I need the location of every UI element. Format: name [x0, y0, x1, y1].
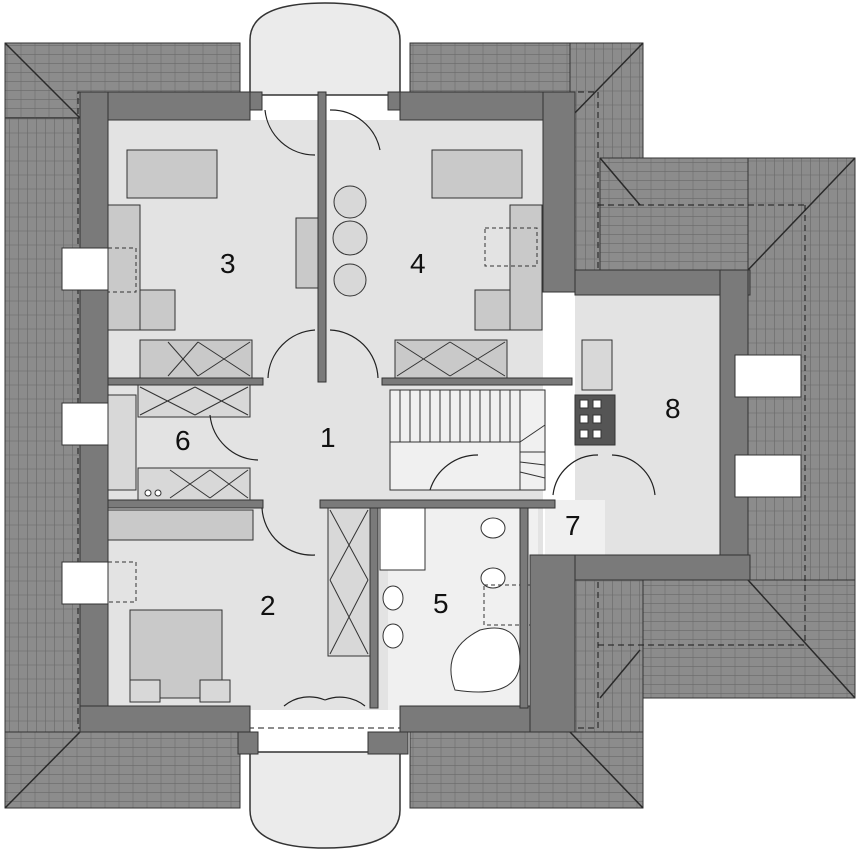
room-label-5: 5	[433, 588, 449, 619]
roof-bottom-right	[409, 731, 644, 809]
room-label-6: 6	[175, 425, 191, 456]
bed-room3	[126, 149, 218, 199]
room-label-1: 1	[320, 422, 336, 453]
room-label-7: 7	[565, 510, 581, 541]
room-label-4: 4	[410, 248, 426, 279]
roof	[4, 42, 856, 809]
window-boxes	[61, 247, 802, 605]
dormer-bottom	[249, 751, 401, 849]
room-label-8: 8	[665, 393, 681, 424]
roof-bottom-left	[4, 731, 241, 809]
staircase	[389, 389, 546, 491]
room-label-2: 2	[260, 590, 276, 621]
furniture	[107, 149, 616, 703]
room-label-3: 3	[220, 248, 236, 279]
bed-room4	[431, 149, 523, 199]
dormer-top	[249, 2, 401, 96]
room-labels: 1 2 3 4 5 6 7 8	[175, 248, 681, 621]
doors	[209, 109, 656, 707]
